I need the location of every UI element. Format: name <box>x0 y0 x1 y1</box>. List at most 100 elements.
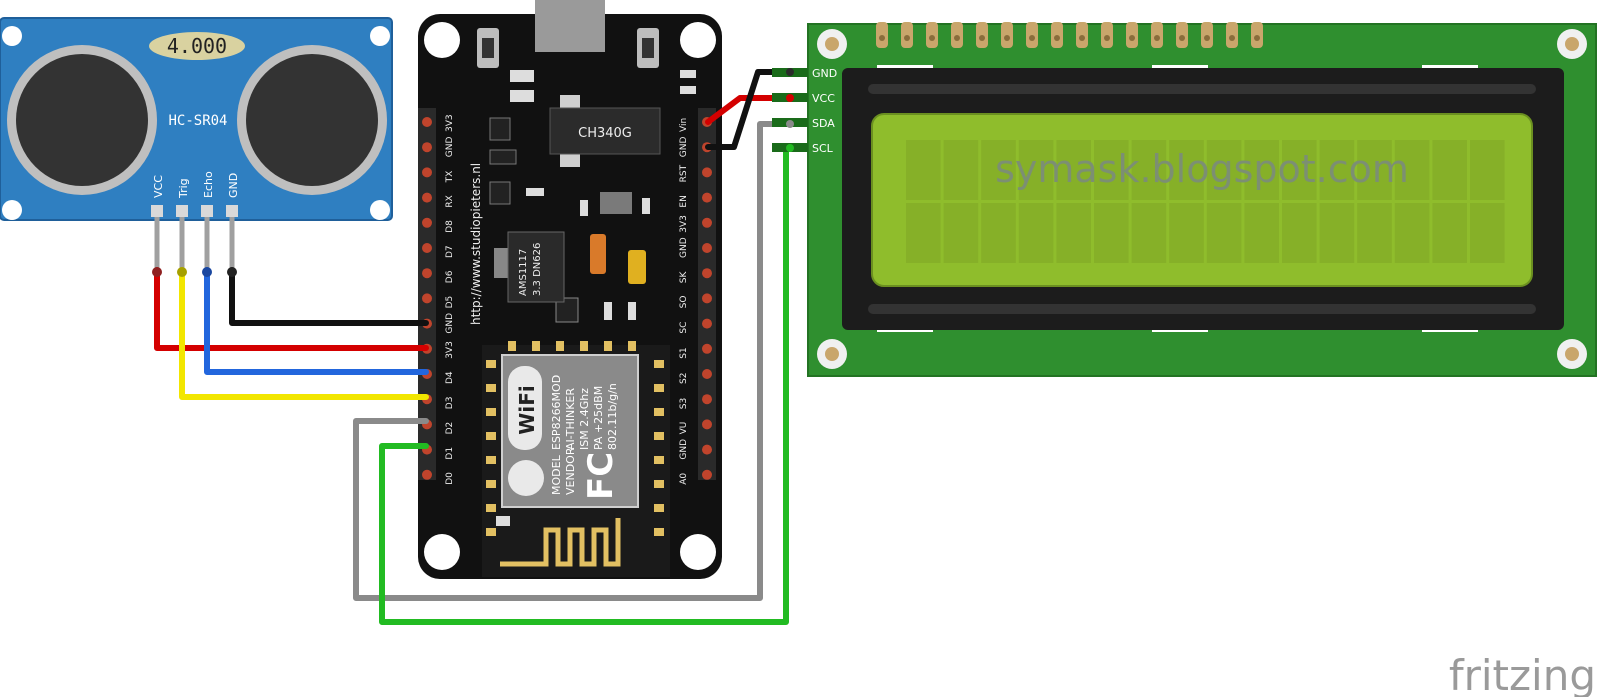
header-pin <box>702 192 712 203</box>
wire-end <box>202 267 212 277</box>
header-pin <box>422 142 432 153</box>
lcd-cell <box>1094 203 1129 263</box>
sensor-pin-pad <box>176 205 188 217</box>
lcd-screen-text: symask.blogspot.com <box>995 147 1409 191</box>
lcd-cell <box>981 140 1016 200</box>
right-pin-label: RST <box>679 164 689 182</box>
right-pin-label: GND <box>679 237 689 258</box>
smd-component <box>628 302 636 320</box>
crystal <box>600 192 632 214</box>
wire-end <box>177 267 187 277</box>
lcd-cell <box>1470 203 1505 263</box>
header-pin <box>702 419 712 430</box>
sensor-pin-pad <box>151 205 163 217</box>
fritzing-watermark: fritzing <box>1449 651 1596 697</box>
esp-pad <box>486 360 496 368</box>
espressif-logo <box>508 460 544 496</box>
lcd-pin-label: GND <box>812 67 837 80</box>
lcd-cell <box>981 203 1016 263</box>
lcd-bezel-strip <box>868 304 1536 314</box>
right-pin-label: SO <box>679 296 689 309</box>
smd-ic <box>555 297 579 323</box>
fc-mark: FC <box>581 452 621 500</box>
esp-pad <box>654 432 664 440</box>
wifi-logo: WiFi <box>515 385 539 434</box>
lcd-cell <box>1432 203 1467 263</box>
lcd-cell <box>1470 140 1505 200</box>
wire-end <box>786 94 794 102</box>
wire-end <box>786 144 794 152</box>
esp-label-5: 802.11b/g/n <box>606 383 619 450</box>
right-pin-label: VU <box>679 422 689 435</box>
esp-module-text: ESP8266MOD AI-THINKER ISM 2.4Ghz PA +25d… <box>550 375 619 495</box>
smd-component <box>510 90 534 102</box>
left-pin-label: D7 <box>445 245 455 258</box>
esp-pad <box>604 341 612 351</box>
lcd-header-hole <box>1054 35 1060 41</box>
header-pin <box>702 444 712 455</box>
lcd-header-hole <box>954 35 960 41</box>
lcd-marker <box>1152 65 1208 70</box>
header-pin <box>422 117 432 127</box>
pcb-antenna <box>500 518 621 567</box>
lcd-header-hole <box>1254 35 1260 41</box>
lcd-mount-hole-inner <box>825 347 839 361</box>
lcd-cell <box>1131 140 1167 200</box>
nodemcu-mount-hole <box>424 22 460 58</box>
left-pin-label: RX <box>445 195 455 207</box>
ch340g-body <box>549 107 661 155</box>
sensor-mount-hole <box>370 26 390 46</box>
lcd-cell <box>1206 140 1242 200</box>
usb-connector <box>535 0 605 52</box>
lcd-header-pads <box>876 22 1478 332</box>
ch340g-chip: CH340G <box>549 95 661 167</box>
lcd-cell <box>1282 203 1317 263</box>
transducer-left <box>16 54 148 186</box>
esp-pad <box>654 504 664 512</box>
wire-end <box>786 120 794 128</box>
lcd-header-hole <box>979 35 985 41</box>
lcd-cell <box>1094 140 1129 200</box>
header-pin <box>422 192 432 203</box>
nodemcu-mount-hole <box>680 22 716 58</box>
right-pin-label: Vin <box>679 118 689 132</box>
transistor <box>489 181 511 205</box>
board-url: http://www.studiopieters.nl <box>469 163 483 325</box>
esp-pad <box>486 504 496 512</box>
crystal-label: 4.000 <box>167 34 227 58</box>
esp-pad <box>486 408 496 416</box>
transducer-right <box>246 54 378 186</box>
left-pin-label: D1 <box>445 447 455 460</box>
lcd-cell <box>1394 140 1430 200</box>
right-pin-label: S2 <box>679 373 689 384</box>
smd-component <box>680 70 696 78</box>
right-pin-label: EN <box>679 195 689 207</box>
lcd-pin-labels: GND VCC SDA SCL <box>812 67 837 155</box>
nodemcu-board: CH340G AMS1117 3.3 DN626 <box>418 0 722 579</box>
lcd-cell <box>1432 140 1467 200</box>
lcd-cell <box>943 140 979 200</box>
lcd-pin-label: SDA <box>812 117 835 130</box>
crystal-oscillator <box>149 32 245 60</box>
lcd-header-hole <box>1179 35 1185 41</box>
header-pin <box>422 469 432 480</box>
lcd-header-hole <box>904 35 910 41</box>
regulator-tab <box>494 248 510 278</box>
wire-end <box>152 267 162 277</box>
electrolytic-capacitor <box>628 250 646 284</box>
nodemcu-mount-hole <box>424 534 460 570</box>
right-pin-label: SC <box>679 322 689 334</box>
smd-component <box>680 86 696 94</box>
left-pin-label: D8 <box>445 220 455 233</box>
esp-pad <box>654 384 664 392</box>
lcd-display: symask.blogspot.com GND VCC SDA SCL <box>807 22 1597 377</box>
lcd-mount-hole-inner <box>1565 347 1579 361</box>
sensor-pin-label: GND <box>227 173 240 198</box>
lcd-mount-hole-inner <box>825 37 839 51</box>
lcd-cell <box>1357 140 1392 200</box>
esp-pad <box>486 480 496 488</box>
lcd-header-hole <box>1079 35 1085 41</box>
header-pin <box>702 217 712 228</box>
wire-end <box>227 267 237 277</box>
esp-pad <box>486 384 496 392</box>
